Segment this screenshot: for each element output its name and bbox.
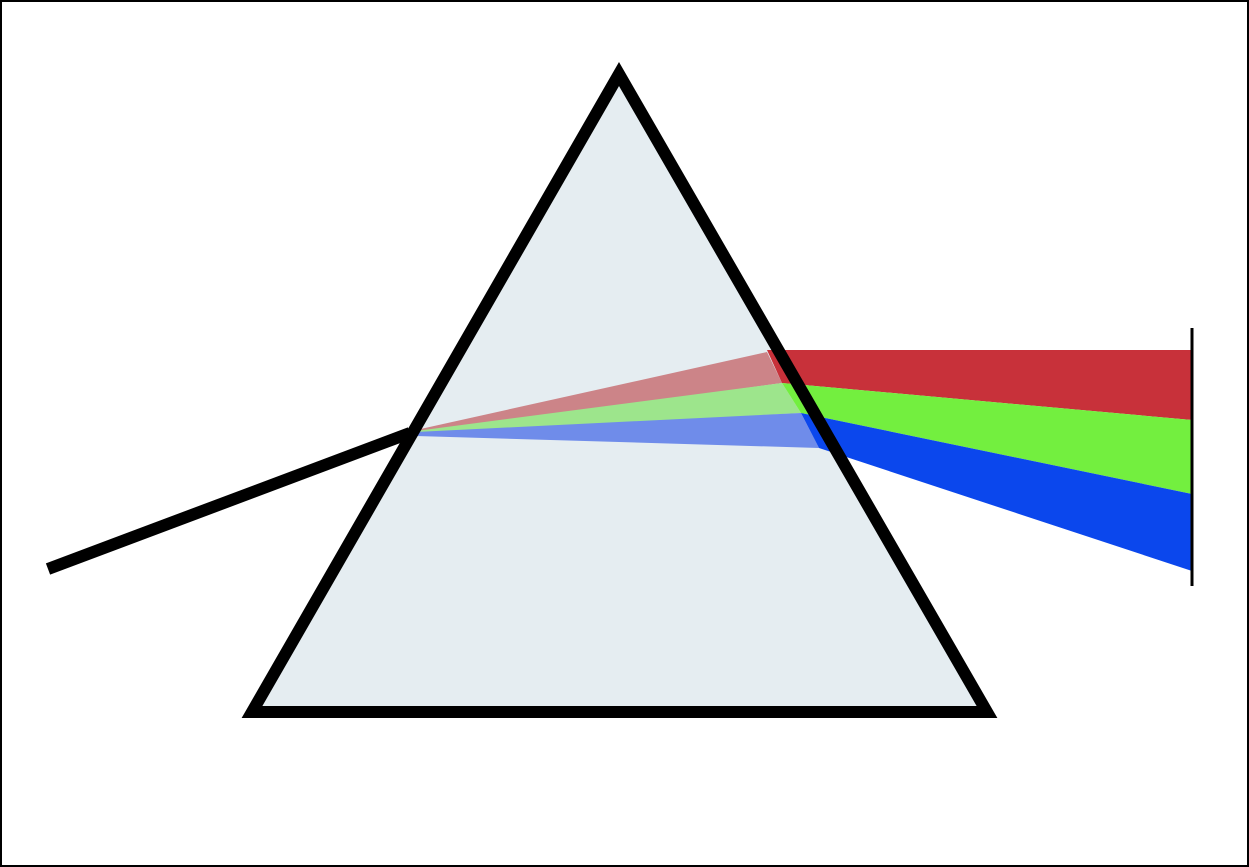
image-frame [0, 0, 1249, 867]
prism-dispersion-diagram [2, 2, 1247, 865]
diagram-canvas [2, 2, 1247, 865]
